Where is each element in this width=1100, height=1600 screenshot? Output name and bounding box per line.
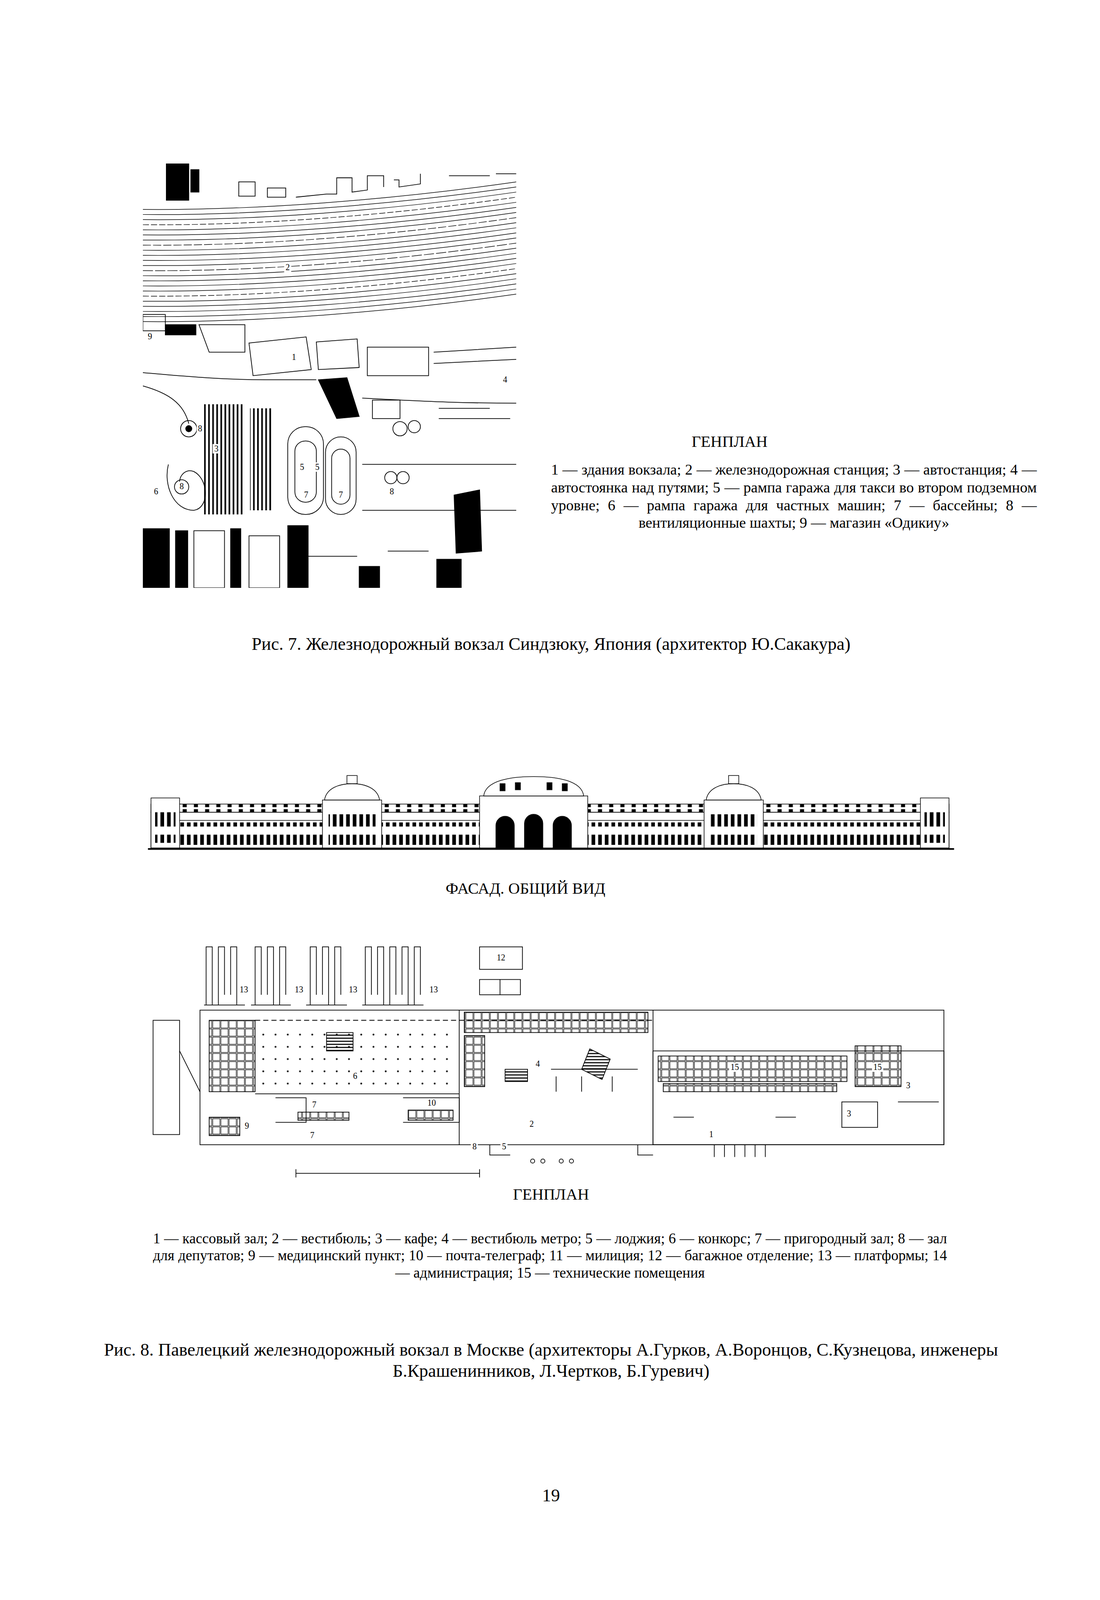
callout-number: 8 [388, 487, 396, 497]
callout-number: 10 [425, 1098, 438, 1108]
figure-heading: ФАСАД. ОБЩИЙ ВИД [445, 880, 606, 897]
callout-number: 1 [290, 352, 298, 362]
figure-caption: Рис. 7. Железнодорожный вокзал Синдзюку,… [251, 635, 851, 653]
callout-number: 3 [212, 444, 220, 454]
callout-number: 6 [351, 1071, 359, 1082]
callout-number: 9 [243, 1121, 251, 1132]
callout-number: 4 [501, 375, 509, 385]
site-plan-shinjuku [142, 163, 517, 589]
figure-heading: ГЕНПЛАН [512, 1186, 590, 1203]
callout-number: 3 [845, 1109, 853, 1119]
callout-number: 13 [238, 985, 250, 995]
callout-number: 7 [337, 490, 345, 500]
callout-number: 7 [308, 1131, 316, 1141]
station-plan-paveletsky [153, 947, 944, 1179]
key-text: 1 — кассовый зал; 2 — вестибюль; 3 — каф… [153, 1230, 948, 1283]
callout-number: 8 [178, 481, 186, 492]
facade-drawing [148, 775, 955, 849]
callout-number: 7 [302, 490, 310, 500]
callout-number: 5 [314, 462, 322, 472]
callout-number: 15 [872, 1062, 884, 1073]
callout-number: 7 [310, 1100, 318, 1110]
figure-caption: Рис. 8. Павелецкий железнодорожный вокза… [86, 1339, 1016, 1383]
callout-number: 1 [707, 1130, 715, 1140]
callout-number: 13 [347, 985, 359, 995]
callout-number: 5 [298, 462, 306, 472]
callout-number: 9 [146, 331, 154, 342]
callout-number: 13 [293, 985, 305, 995]
callout-number: 5 [500, 1142, 508, 1152]
callout-number: 15 [729, 1062, 741, 1073]
callout-number: 2 [284, 262, 292, 273]
figure-heading: ГЕНПЛАН [691, 433, 768, 450]
callout-number: 4 [534, 1059, 542, 1069]
callout-number: 6 [152, 487, 160, 497]
callout-number: 3 [904, 1081, 912, 1091]
callout-number: 13 [428, 985, 440, 995]
page-number: 19 [542, 1486, 560, 1505]
callout-number: 8 [196, 424, 204, 434]
callout-number: 2 [527, 1119, 535, 1130]
callout-number: 8 [471, 1142, 479, 1152]
callout-number: 12 [495, 953, 507, 963]
key-text: 1 — здания вокзала; 2 — железнодорожная … [550, 461, 1037, 533]
